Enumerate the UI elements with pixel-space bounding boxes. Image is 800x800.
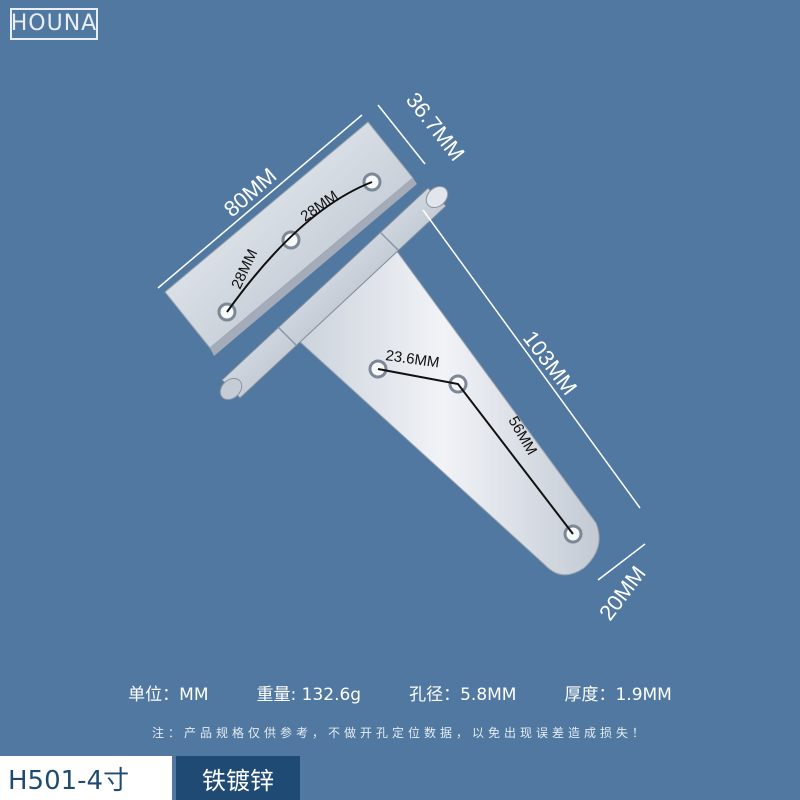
hinge-plate-edge: [210, 178, 417, 356]
hinge-strap: [286, 234, 600, 576]
spec-weight: 重量: 132.6g: [256, 685, 362, 705]
dimension-lines: [157, 104, 646, 581]
hinge-barrel: [219, 185, 449, 401]
spec-hole-diameter: 孔径：5.8MM: [409, 685, 517, 705]
hole-spacing-lines: [226, 181, 574, 535]
spec-row: 单位：MM 重量: 132.6g 孔径：5.8MM 厚度：1.9MM: [0, 680, 800, 705]
tip-width-dimension-label: 20MM: [594, 561, 651, 625]
spec-unit: 单位：MM: [128, 685, 209, 705]
disclaimer-note: 注：产品规格仅供参考，不做开孔定位数据，以免出现误差造成损失！: [151, 726, 648, 740]
product-model-badge: H501-4寸: [0, 756, 172, 800]
brand-logo: HOUNA: [10, 8, 98, 40]
strap-length-dimension-label: 103MM: [518, 326, 582, 400]
plate-dimension-label: 36.7MM: [401, 88, 470, 166]
spec-thickness: 厚度：1.9MM: [564, 685, 672, 705]
product-finish-badge: 铁镀锌: [176, 756, 300, 800]
